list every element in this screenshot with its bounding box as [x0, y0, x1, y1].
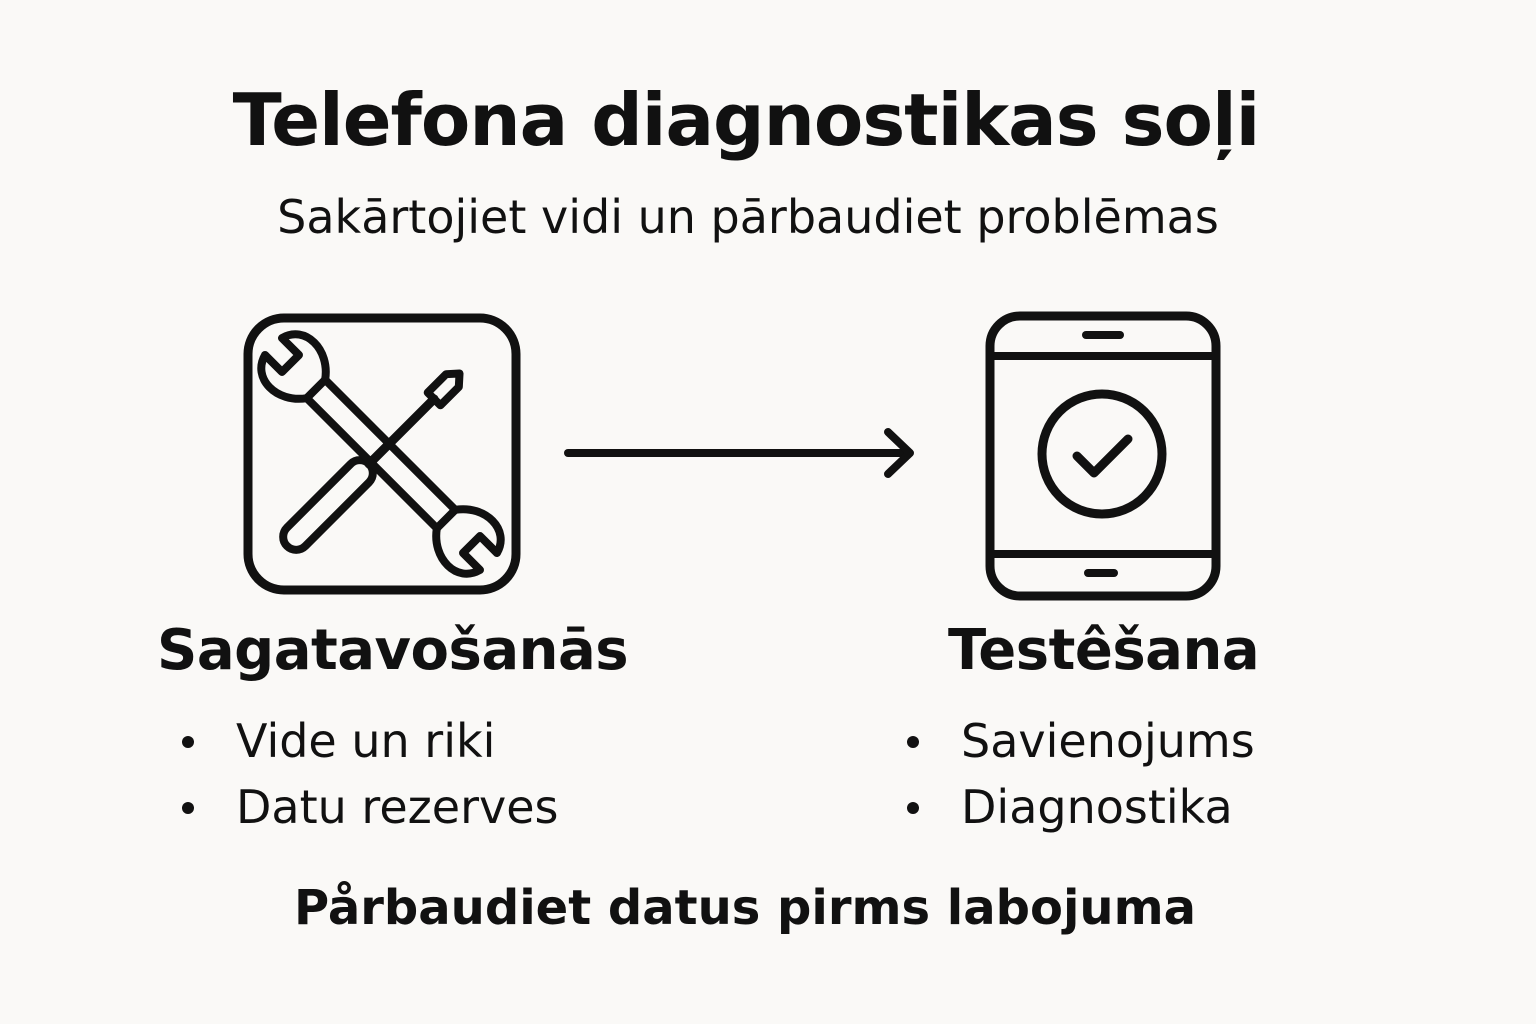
list-item-label: Vide un riki: [236, 714, 496, 768]
list-item: Vide un riki: [180, 708, 558, 774]
bullet-icon: [907, 736, 919, 748]
phone-checkmark-icon: [985, 311, 1221, 601]
bullet-icon: [182, 736, 194, 748]
list-item: Diagnostika: [905, 774, 1255, 840]
diagram-title: Telefona diagnostikas soļi: [232, 78, 1261, 162]
list-item: Savienojums: [905, 708, 1255, 774]
bullet-icon: [182, 802, 194, 814]
arrow-right-icon: [564, 428, 914, 478]
step-items-list: Vide un riki Datu rezerves: [180, 708, 558, 840]
step-items-list: Savienojums Diagnostika: [905, 708, 1255, 840]
bullet-icon: [907, 802, 919, 814]
diagram-subtitle: Sakārtojiet vidi un pārbaudiet problēmas: [277, 190, 1219, 244]
footer-note: Pårbaudiet datus pirms labojuma: [293, 880, 1197, 936]
wrench-screwdriver-icon: [243, 313, 521, 595]
step-title-sagatavosanas: Sagatavošanās: [157, 618, 629, 683]
step-title-testesana: Testêšana: [948, 618, 1260, 683]
list-item-label: Datu rezerves: [236, 780, 559, 834]
list-item-label: Diagnostika: [961, 780, 1233, 834]
list-item: Datu rezerves: [180, 774, 558, 840]
list-item-label: Savienojums: [961, 714, 1255, 768]
